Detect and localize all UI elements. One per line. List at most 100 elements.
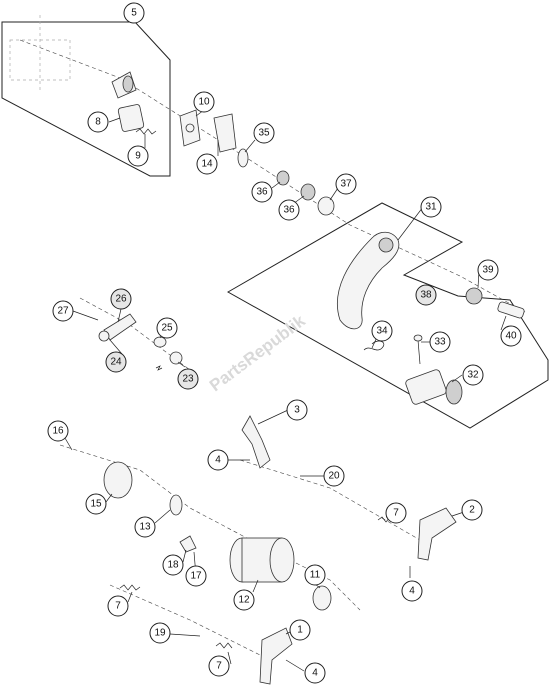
svg-text:7: 7 <box>393 508 399 519</box>
callout-19: 19 <box>149 622 171 644</box>
callout-39: 39 <box>477 259 499 281</box>
callout-11: 11 <box>304 564 326 586</box>
part-spring-23 <box>155 351 183 371</box>
callout-24: 24 <box>105 351 127 373</box>
svg-text:23: 23 <box>182 374 194 385</box>
part-fork-3 <box>241 415 271 469</box>
part-spring-7b <box>119 584 141 591</box>
axis-shift-drum <box>59 444 361 611</box>
part-fork-1 <box>259 627 293 685</box>
callout-35: 35 <box>253 122 275 144</box>
callout-27: 27 <box>52 300 74 322</box>
svg-text:26: 26 <box>115 294 127 305</box>
svg-text:4: 4 <box>409 586 415 597</box>
callout-20: 20 <box>323 465 345 487</box>
part-pin-18-17 <box>179 535 197 553</box>
callout-7a: 7 <box>385 502 407 524</box>
svg-text:36: 36 <box>256 187 268 198</box>
callout-16: 16 <box>47 420 69 442</box>
svg-text:18: 18 <box>167 560 179 571</box>
callout-38: 38 <box>415 284 437 306</box>
part-washer-35 <box>237 148 249 168</box>
part-spring-34 <box>363 340 385 351</box>
svg-text:19: 19 <box>154 628 166 639</box>
callout-36b: 36 <box>278 199 300 221</box>
svg-text:3: 3 <box>294 405 300 416</box>
gearshaft-sketch <box>9 15 71 90</box>
callout-36a: 36 <box>251 181 273 203</box>
callout-4b: 4 <box>401 580 423 602</box>
part-screw-33 <box>413 334 423 365</box>
part-shift-drum-12 <box>229 537 295 583</box>
svg-text:37: 37 <box>340 179 352 190</box>
part-bearing-11 <box>312 585 332 611</box>
svg-text:40: 40 <box>505 331 517 342</box>
svg-text:8: 8 <box>95 117 101 128</box>
watermark: PartsRepublik <box>206 311 309 395</box>
callout-25: 25 <box>156 317 178 339</box>
svg-text:2: 2 <box>469 505 475 516</box>
callout-5: 5 <box>123 2 145 24</box>
part-shift-drum-locator-32 <box>405 369 463 405</box>
callout-32: 32 <box>462 364 484 386</box>
svg-text:17: 17 <box>190 571 202 582</box>
callout-37: 37 <box>335 173 357 195</box>
callout-33: 33 <box>429 331 451 353</box>
callout-4a: 4 <box>207 449 229 471</box>
part-bushing-36b <box>300 183 316 201</box>
part-shift-lever-31 <box>336 231 400 330</box>
callout-9: 9 <box>127 145 149 167</box>
group-box-31 <box>226 202 549 429</box>
callout-14: 14 <box>196 153 218 175</box>
callout-7b: 7 <box>107 595 129 617</box>
axis-shift-shaft <box>19 39 526 313</box>
svg-text:33: 33 <box>434 337 446 348</box>
svg-text:1: 1 <box>297 625 303 636</box>
callout-2: 2 <box>461 499 483 521</box>
svg-text:32: 32 <box>467 370 479 381</box>
part-bushing-36a <box>276 170 290 186</box>
part-lever-26-24 <box>98 313 137 342</box>
callout-15: 15 <box>85 493 107 515</box>
callout-7c: 7 <box>208 655 230 677</box>
part-bracket-10 <box>179 109 201 147</box>
part-plate-14 <box>213 113 237 153</box>
svg-text:24: 24 <box>110 357 122 368</box>
callout-17: 17 <box>185 565 207 587</box>
callout-12: 12 <box>233 589 255 611</box>
svg-text:36: 36 <box>283 205 295 216</box>
svg-text:39: 39 <box>482 265 494 276</box>
svg-text:25: 25 <box>161 323 173 334</box>
svg-text:14: 14 <box>201 159 213 170</box>
svg-text:13: 13 <box>139 522 151 533</box>
svg-text:38: 38 <box>420 290 432 301</box>
svg-text:31: 31 <box>425 202 437 213</box>
axis-fork-rail-upper <box>239 459 421 541</box>
callout-18: 18 <box>162 554 184 576</box>
part-seal <box>117 104 145 132</box>
callout-8: 8 <box>87 111 109 133</box>
svg-text:35: 35 <box>258 128 270 139</box>
svg-text:4: 4 <box>215 455 221 466</box>
part-spring-7c <box>215 642 233 649</box>
svg-text:9: 9 <box>135 151 141 162</box>
svg-text:10: 10 <box>198 97 210 108</box>
part-spring-9 <box>135 128 157 135</box>
axis-fork-rail-lower <box>109 584 271 661</box>
callout-40: 40 <box>500 325 522 347</box>
part-shift-shaft-end <box>111 71 137 99</box>
svg-text:7: 7 <box>216 661 222 672</box>
svg-text:34: 34 <box>376 326 388 337</box>
svg-text:27: 27 <box>57 306 69 317</box>
callout-1: 1 <box>289 619 311 641</box>
part-pin-25 <box>153 336 167 348</box>
part-washer-37 <box>317 196 335 216</box>
svg-text:16: 16 <box>52 426 64 437</box>
svg-text:5: 5 <box>131 8 137 19</box>
callout-31: 31 <box>420 196 442 218</box>
svg-text:15: 15 <box>90 499 102 510</box>
svg-text:7: 7 <box>115 601 121 612</box>
part-bolt-40 <box>497 301 525 319</box>
callout-23: 23 <box>177 368 199 390</box>
